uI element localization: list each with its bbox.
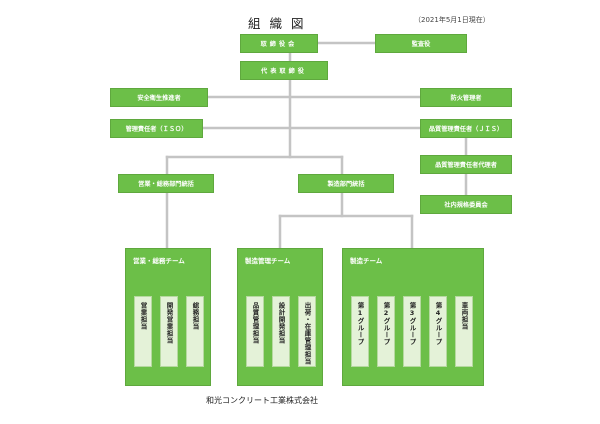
team-label: 製造管理チーム	[245, 257, 291, 265]
member-card: 品質管理担当	[246, 296, 264, 367]
jis-deputy-box: 品質管理責任者代理者	[420, 155, 512, 174]
member-label: 出荷・在庫管理担当	[303, 302, 311, 365]
member-label: 総務担当	[191, 302, 199, 330]
iso-manager-box: 管理責任者（ＩＳＯ）	[110, 119, 203, 138]
board-box: 取締役会	[240, 34, 318, 53]
member-card: 営業担当	[134, 296, 152, 367]
member-label: 第1グループ	[356, 302, 364, 346]
member-label: 設計開発担当	[277, 302, 285, 344]
member-card: 総務担当	[186, 296, 204, 367]
member-card: 車両担当	[455, 296, 473, 367]
member-card: 第2グループ	[377, 296, 395, 367]
team-manufacturing-management: 製造管理チーム 品質管理担当 設計開発担当 出荷・在庫管理担当	[237, 248, 323, 386]
company-name: 和光コンクリート工業株式会社	[206, 396, 318, 405]
member-card: 開発営業担当	[160, 296, 178, 367]
page-title: 組織図	[248, 16, 313, 31]
member-card: 設計開発担当	[272, 296, 290, 367]
auditor-box: 監査役	[375, 34, 467, 53]
safety-officer-box: 安全衛生推進者	[110, 88, 208, 107]
standards-committee-box: 社内規格委員会	[420, 195, 512, 214]
team-label: 営業・総務チーム	[133, 257, 185, 265]
team-label: 製造チーム	[350, 257, 383, 265]
member-label: 品質管理担当	[251, 302, 259, 344]
team-sales-general: 営業・総務チーム 営業担当 開発営業担当 総務担当	[125, 248, 211, 386]
member-label: 第3グループ	[408, 302, 416, 346]
member-card: 第3グループ	[403, 296, 421, 367]
team-manufacturing: 製造チーム 第1グループ 第2グループ 第3グループ 第4グループ 車両担当	[342, 248, 484, 386]
member-label: 営業担当	[139, 302, 147, 330]
jis-manager-box: 品質管理責任者（ＪＩＳ）	[420, 119, 512, 138]
sales-general-head-box: 営業・総務部門統括	[118, 174, 214, 193]
member-label: 車両担当	[460, 302, 468, 330]
member-card: 出荷・在庫管理担当	[298, 296, 316, 367]
member-label: 開発営業担当	[165, 302, 173, 344]
member-card: 第4グループ	[429, 296, 447, 367]
member-label: 第4グループ	[434, 302, 442, 346]
representative-box: 代表取締役	[240, 61, 328, 80]
member-card: 第1グループ	[351, 296, 369, 367]
member-label: 第2グループ	[382, 302, 390, 346]
fire-manager-box: 防火管理者	[420, 88, 512, 107]
manufacturing-head-box: 製造部門統括	[298, 174, 394, 193]
as-of-date: （2021年5月1日現在）	[414, 16, 490, 24]
